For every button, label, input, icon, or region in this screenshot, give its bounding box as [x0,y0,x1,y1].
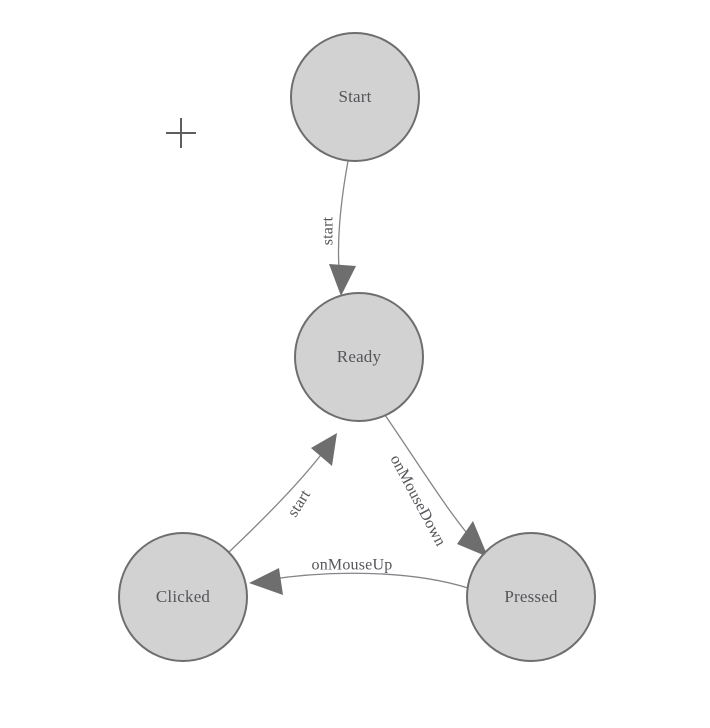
node-start-label: Start [338,87,371,106]
node-clicked-circle[interactable] [118,532,248,662]
node-pressed-circle[interactable] [466,532,596,662]
edge-label-pressed-to-clicked: onMouseUp [312,557,393,574]
edge-pressed-to-clicked[interactable] [249,568,469,595]
node-pressed-label: Pressed [504,587,558,606]
edge-pressed-to-clicked-arrowhead [249,568,283,595]
edge-clicked-to-ready-arrowhead [311,433,337,466]
edge-ready-to-pressed[interactable] [384,414,488,557]
node-ready-circle[interactable] [294,292,424,422]
node-start[interactable]: Start [290,32,420,162]
edge-start-to-ready-path[interactable] [337,160,349,281]
edge-label-start-to-ready: start [320,216,337,245]
node-start-circle[interactable] [290,32,420,162]
edge-label-ready-to-pressed: onMouseDown [387,452,449,549]
edge-start-to-ready-arrowhead [329,264,356,296]
node-clicked-label: Clicked [156,587,211,606]
edge-pressed-to-clicked-path[interactable] [265,572,469,589]
node-clicked[interactable]: Clicked [118,532,248,662]
node-pressed[interactable]: Pressed [466,532,596,662]
edge-clicked-to-ready-path[interactable] [228,446,328,553]
node-ready-label: Ready [337,347,382,366]
edge-ready-to-pressed-arrowhead [457,521,488,557]
edge-start-to-ready[interactable] [329,160,356,296]
node-ready[interactable]: Ready [294,292,424,422]
edges-layer [228,160,488,595]
nodes-layer: Start Ready Clicked Pressed [118,32,596,662]
crosshair-icon[interactable] [166,118,196,148]
edge-clicked-to-ready[interactable] [228,433,337,553]
